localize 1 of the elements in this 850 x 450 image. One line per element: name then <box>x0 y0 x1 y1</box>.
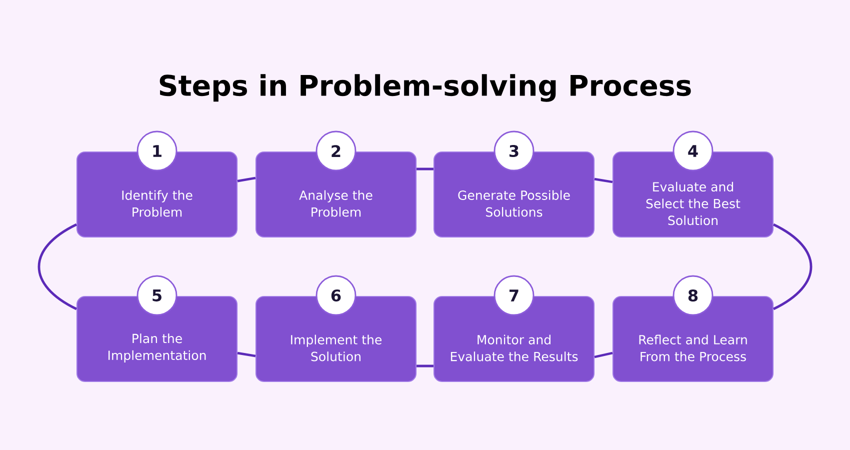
title: Steps in Problem-solving Process <box>160 74 691 102</box>
